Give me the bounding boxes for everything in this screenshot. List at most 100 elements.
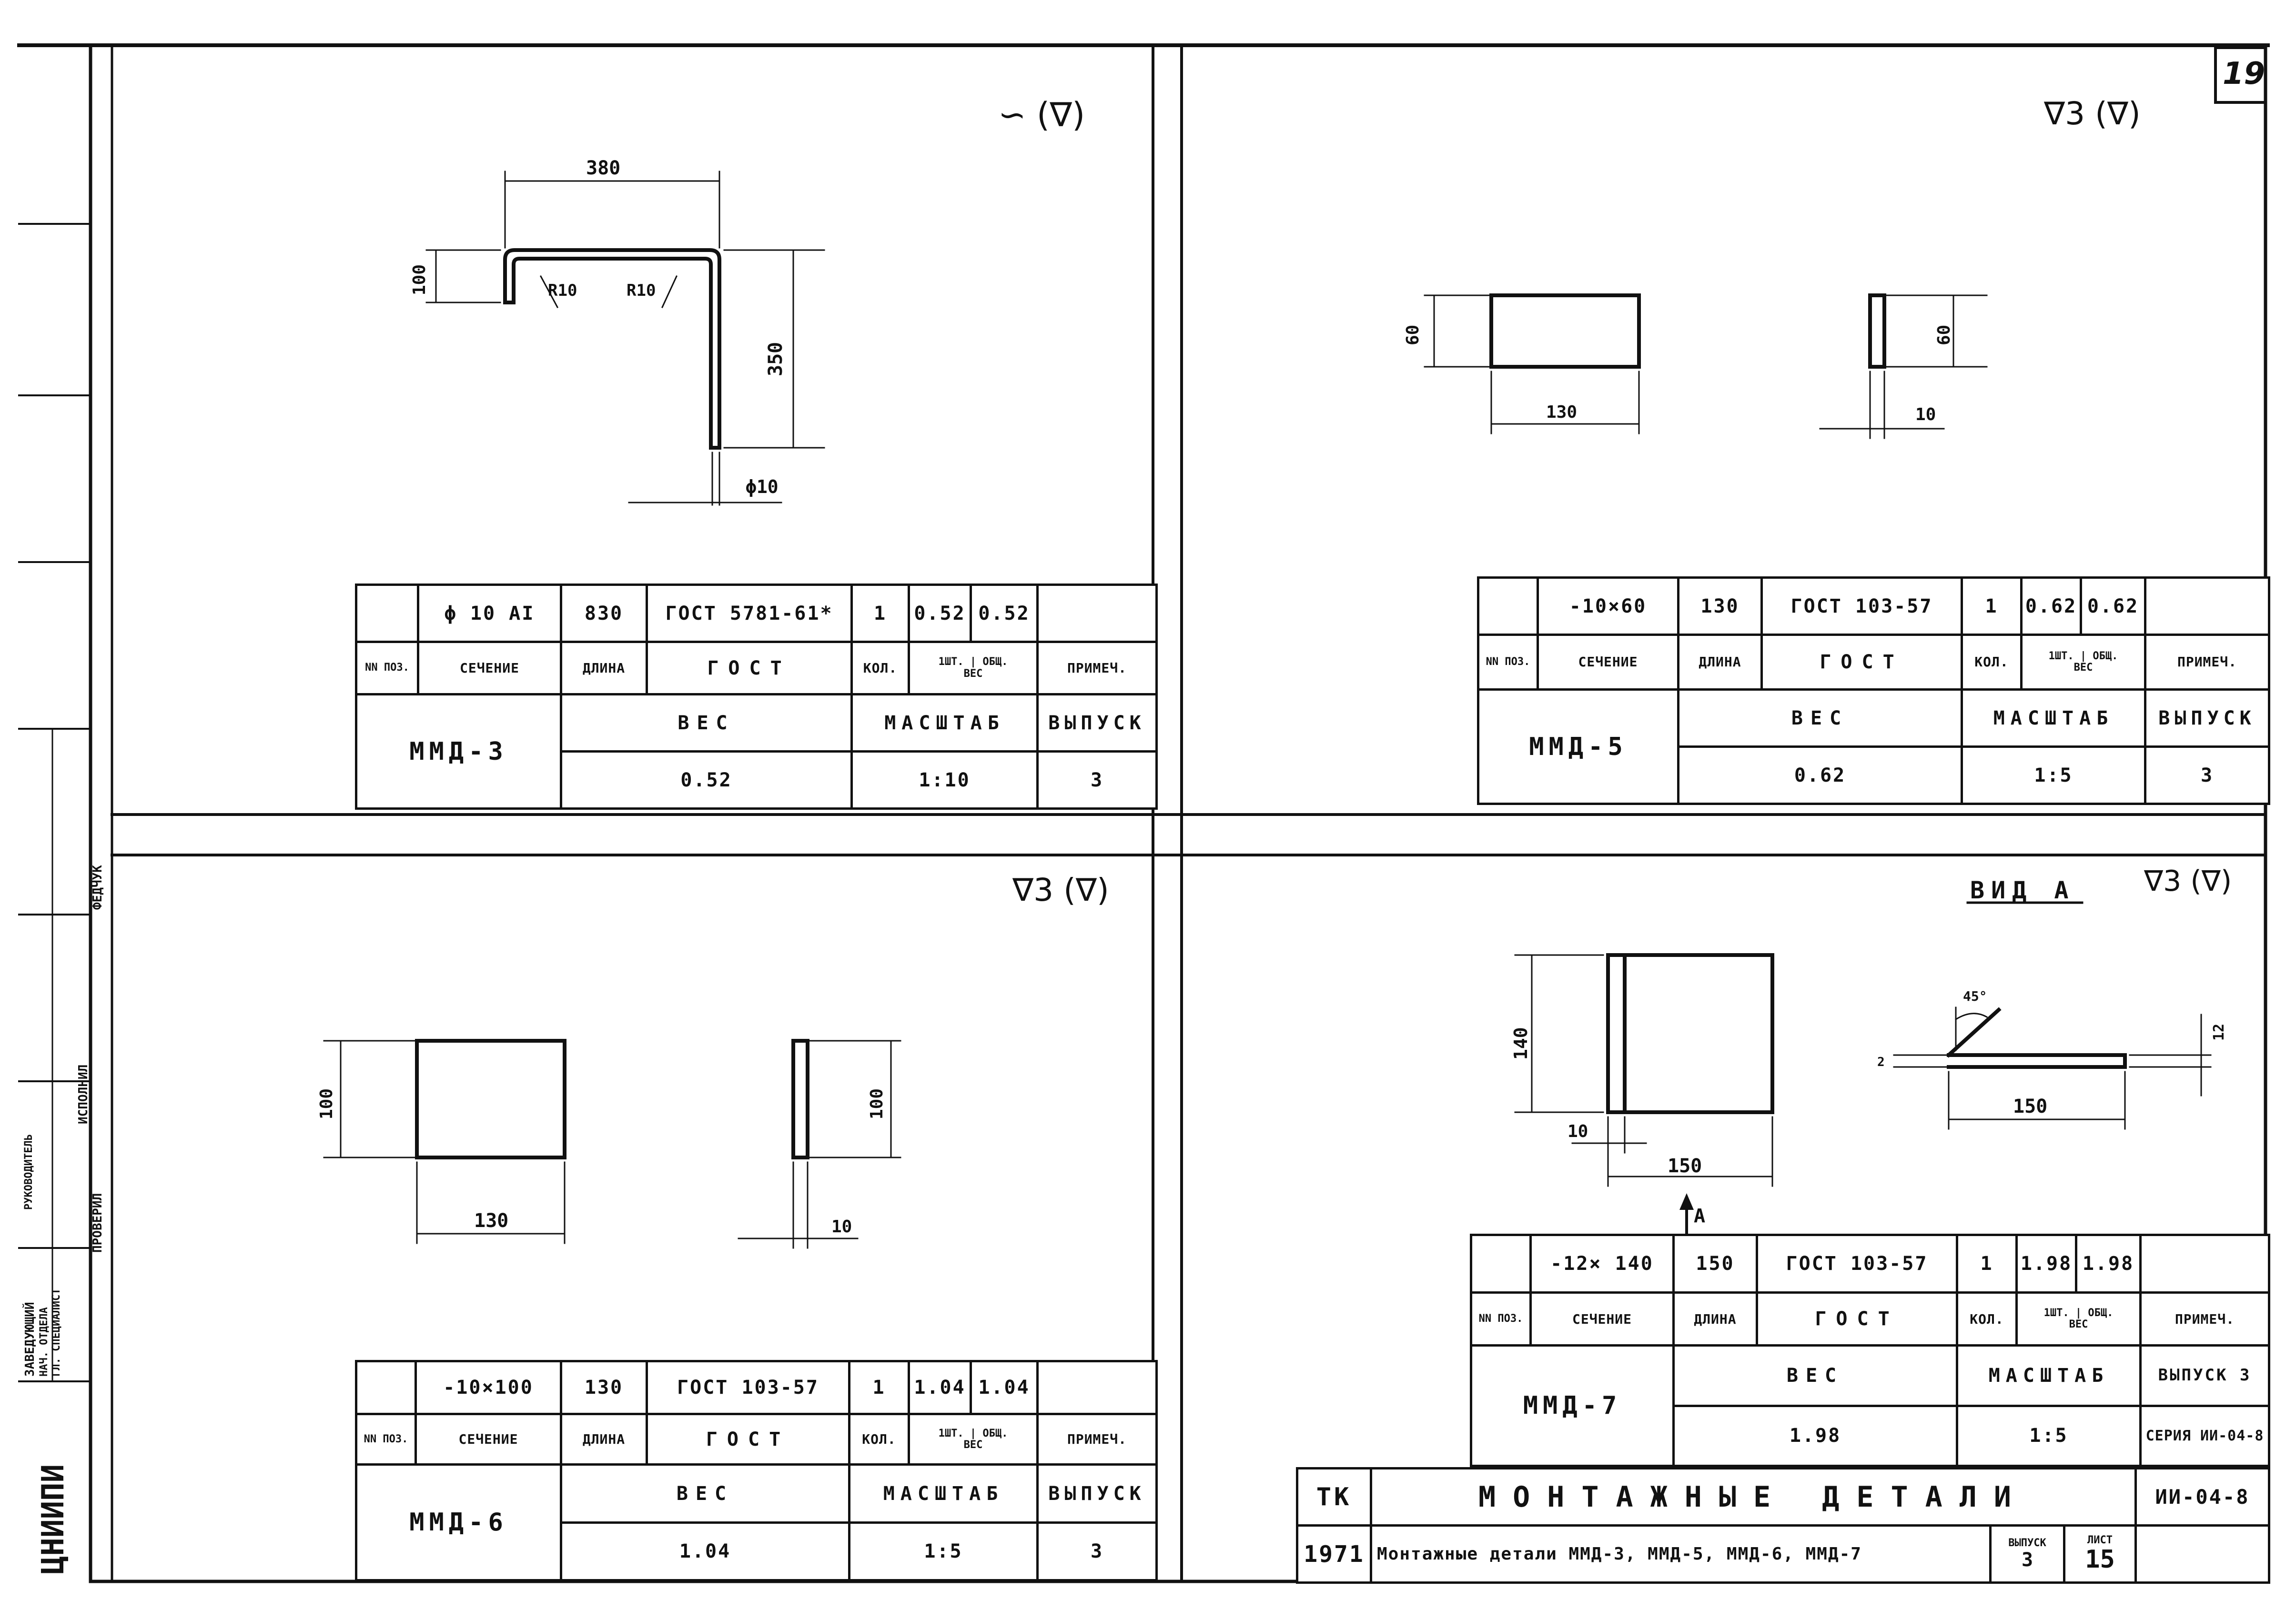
title-issue-cell: ВЫПУСК 3 [1989,1524,2065,1584]
mmd7-dim-thick: 12 [2211,1023,2227,1041]
mmd5-dim-height: 60 [1403,324,1423,345]
mmd3-dim-r1: R10 [548,281,577,300]
mmd7-series: СЕРИЯ ИИ-04-8 [2139,1404,2270,1468]
mmd3-dim-r2: R10 [627,281,656,300]
mmd7-surface-mark: ∇3 (∇) [2144,865,2232,898]
header-gost: ГОСТ [646,641,853,695]
header-weight-group: ВЕС [963,667,983,680]
mmd5-header-length: ДЛИНА [1677,634,1763,691]
mmd7-section: -12× 140 [1529,1233,1675,1294]
mmd5-surface-mark: ∇3 (∇) [2044,95,2141,132]
org-logo: ЦНИИПИ [36,1464,71,1574]
side-stamp-label-6: ПРОВЕРИЛ [91,1193,105,1253]
mmd3-dim-height: 350 [765,342,787,376]
mmd5-dim-height2: 60 [1934,324,1954,345]
mmd5-pos [1477,576,1539,636]
mmd7-issue-label: ВЫПУСК 3 [2139,1344,2270,1407]
mmd6-section: -10×100 [415,1359,562,1416]
mmd3-note [1036,584,1158,643]
title-year: 1971 [1296,1524,1372,1584]
mmd5-header-weight-each: 1ШТ. [2048,650,2074,662]
mmd3-weight-total: 0.52 [970,584,1039,643]
mmd5-drawing [1489,293,1886,369]
mmd5-scale-label: МАСШТАБ [1961,688,2146,748]
mmd7-pos [1470,1233,1532,1294]
mmd7-weight-total: 1.98 [2075,1233,2142,1294]
mmd7-header-weight-each: 1ШТ. [2043,1307,2069,1319]
mmd6-header-section: СЕЧЕНИЕ [415,1413,562,1466]
mmd7-dim-width: 150 [1668,1155,1702,1177]
title-sheet-cell: ЛИСТ 15 [2063,1524,2137,1584]
mmd3-name: ММД-3 [355,693,562,810]
mmd5-header-note: ПРИМЕЧ. [2144,634,2270,691]
mmd7-header-weight-group: ВЕС [2069,1318,2088,1331]
mmd7-weight: 1.98 [1672,1404,1958,1468]
mmd6-weight-each: 1.04 [908,1359,972,1416]
mmd6-header-weight: 1ШТ. | ОБЩ. ВЕС [908,1413,1039,1466]
mmd6-header-gost: ГОСТ [646,1413,850,1466]
mmd6-header-weight-group: ВЕС [963,1439,983,1451]
mmd5-header-weight: 1ШТ. | ОБЩ. ВЕС [2020,634,2146,691]
mmd3-weight: 0.52 [560,750,853,810]
mmd6-header-qty: КОЛ. [848,1413,910,1466]
mmd6-drawing [415,1039,809,1159]
mmd6-dim-height2: 100 [867,1088,887,1119]
mmd3-issue-label: ВЫПУСК [1036,693,1158,753]
mmd5-header-weight-total: ОБЩ. [2093,650,2118,662]
mmd7-spec-table: -12× 140 150 ГОСТ 103-57 1 1.98 1.98 NN … [1470,1233,2270,1468]
mmd6-header-weight-each: 1ШТ. [938,1427,964,1439]
mmd7-header-weight-total: ОБЩ. [2088,1307,2114,1319]
mmd7-header-note: ПРИМЕЧ. [2139,1291,2270,1347]
mmd7-header-length: ДЛИНА [1672,1291,1758,1347]
mmd5-header-section: СЕЧЕНИЕ [1537,634,1679,691]
mmd6-dim-width: 130 [474,1210,509,1232]
mmd7-length: 150 [1672,1233,1758,1294]
mmd5-spec-table: -10×60 130 ГОСТ 103-57 1 0.62 0.62 NN ПО… [1477,576,2270,805]
mmd5-note [2144,576,2270,636]
mmd5-weight-each: 0.62 [2020,576,2082,636]
mmd5-section: -10×60 [1537,576,1679,636]
mmd3-dim-leg: 100 [410,264,429,295]
mmd6-header-length: ДЛИНА [560,1413,648,1466]
mmd7-name: ММД-7 [1470,1344,1675,1467]
title-subtitle: Монтажные детали ММД-3, ММД-5, ММД-6, ММ… [1370,1524,1992,1584]
header-weight-total: ОБЩ. [982,656,1008,668]
title-main: МОНТАЖНЫЕ ДЕТАЛИ [1369,1467,2137,1527]
mmd5-qty: 1 [1961,576,2023,636]
mmd3-qty: 1 [850,584,910,643]
mmd7-view-label: ВИД А [1970,876,2075,904]
mmd7-dims [1514,901,2212,1240]
mmd3-gost: ГОСТ 5781-61* [646,584,853,643]
mmd7-gost: ГОСТ 103-57 [1756,1233,1958,1294]
mmd7-qty: 1 [1956,1233,2018,1294]
title-blank [2134,1524,2271,1584]
mmd7-scale-label: МАСШТАБ [1956,1344,2142,1407]
mmd6-gost: ГОСТ 103-57 [646,1359,850,1416]
mmd7-dim-edge: 10 [1568,1122,1588,1141]
view-a-arrow [1679,1193,1694,1210]
mmd5-issue-label: ВЫПУСК [2144,688,2270,748]
mmd3-dim-width: 380 [586,157,621,179]
mmd6-name: ММД-6 [355,1463,562,1581]
mmd5-weight-label: ВЕС [1677,688,1963,748]
header-section: СЕЧЕНИЕ [417,641,562,695]
header-qty: КОЛ. [850,641,910,695]
title-block: ТК МОНТАЖНЫЕ ДЕТАЛИ ИИ-04-8 1971 Монтажн… [1296,1467,2271,1584]
mmd7-header-gost: ГОСТ [1756,1291,1958,1347]
mmd3-weight-each: 0.52 [908,584,972,643]
mmd3-scale-label: МАСШТАБ [850,693,1039,753]
title-issue: 3 [2021,1549,2033,1571]
sheet-number: 19 [2223,56,2266,91]
mmd7-dim-length2: 150 [2013,1096,2048,1117]
title-sheet-label: ЛИСТ [2087,1534,2113,1546]
side-stamp-label-5: ИСПОЛНИЛ [76,1064,91,1124]
mmd6-spec-table: -10×100 130 ГОСТ 103-57 1 1.04 1.04 NN П… [355,1359,1158,1582]
side-stamp: ЗАВЕДУЮЩИЙ НАЧ. ОТДЕЛА ГЛ. СПЕЦИАЛИСТ РУ… [19,729,105,1581]
mmd6-dim-thick: 10 [831,1217,852,1237]
sheet-number-box [2214,46,2267,104]
mmd5-header-weight-group: ВЕС [2073,662,2093,674]
header-pos: NN ПОЗ. [355,641,419,695]
side-stamp-label-3: ГЛ. СПЕЦИАЛИСТ [51,1288,62,1377]
side-stamp-label-2: НАЧ. ОТДЕЛА [38,1307,50,1377]
